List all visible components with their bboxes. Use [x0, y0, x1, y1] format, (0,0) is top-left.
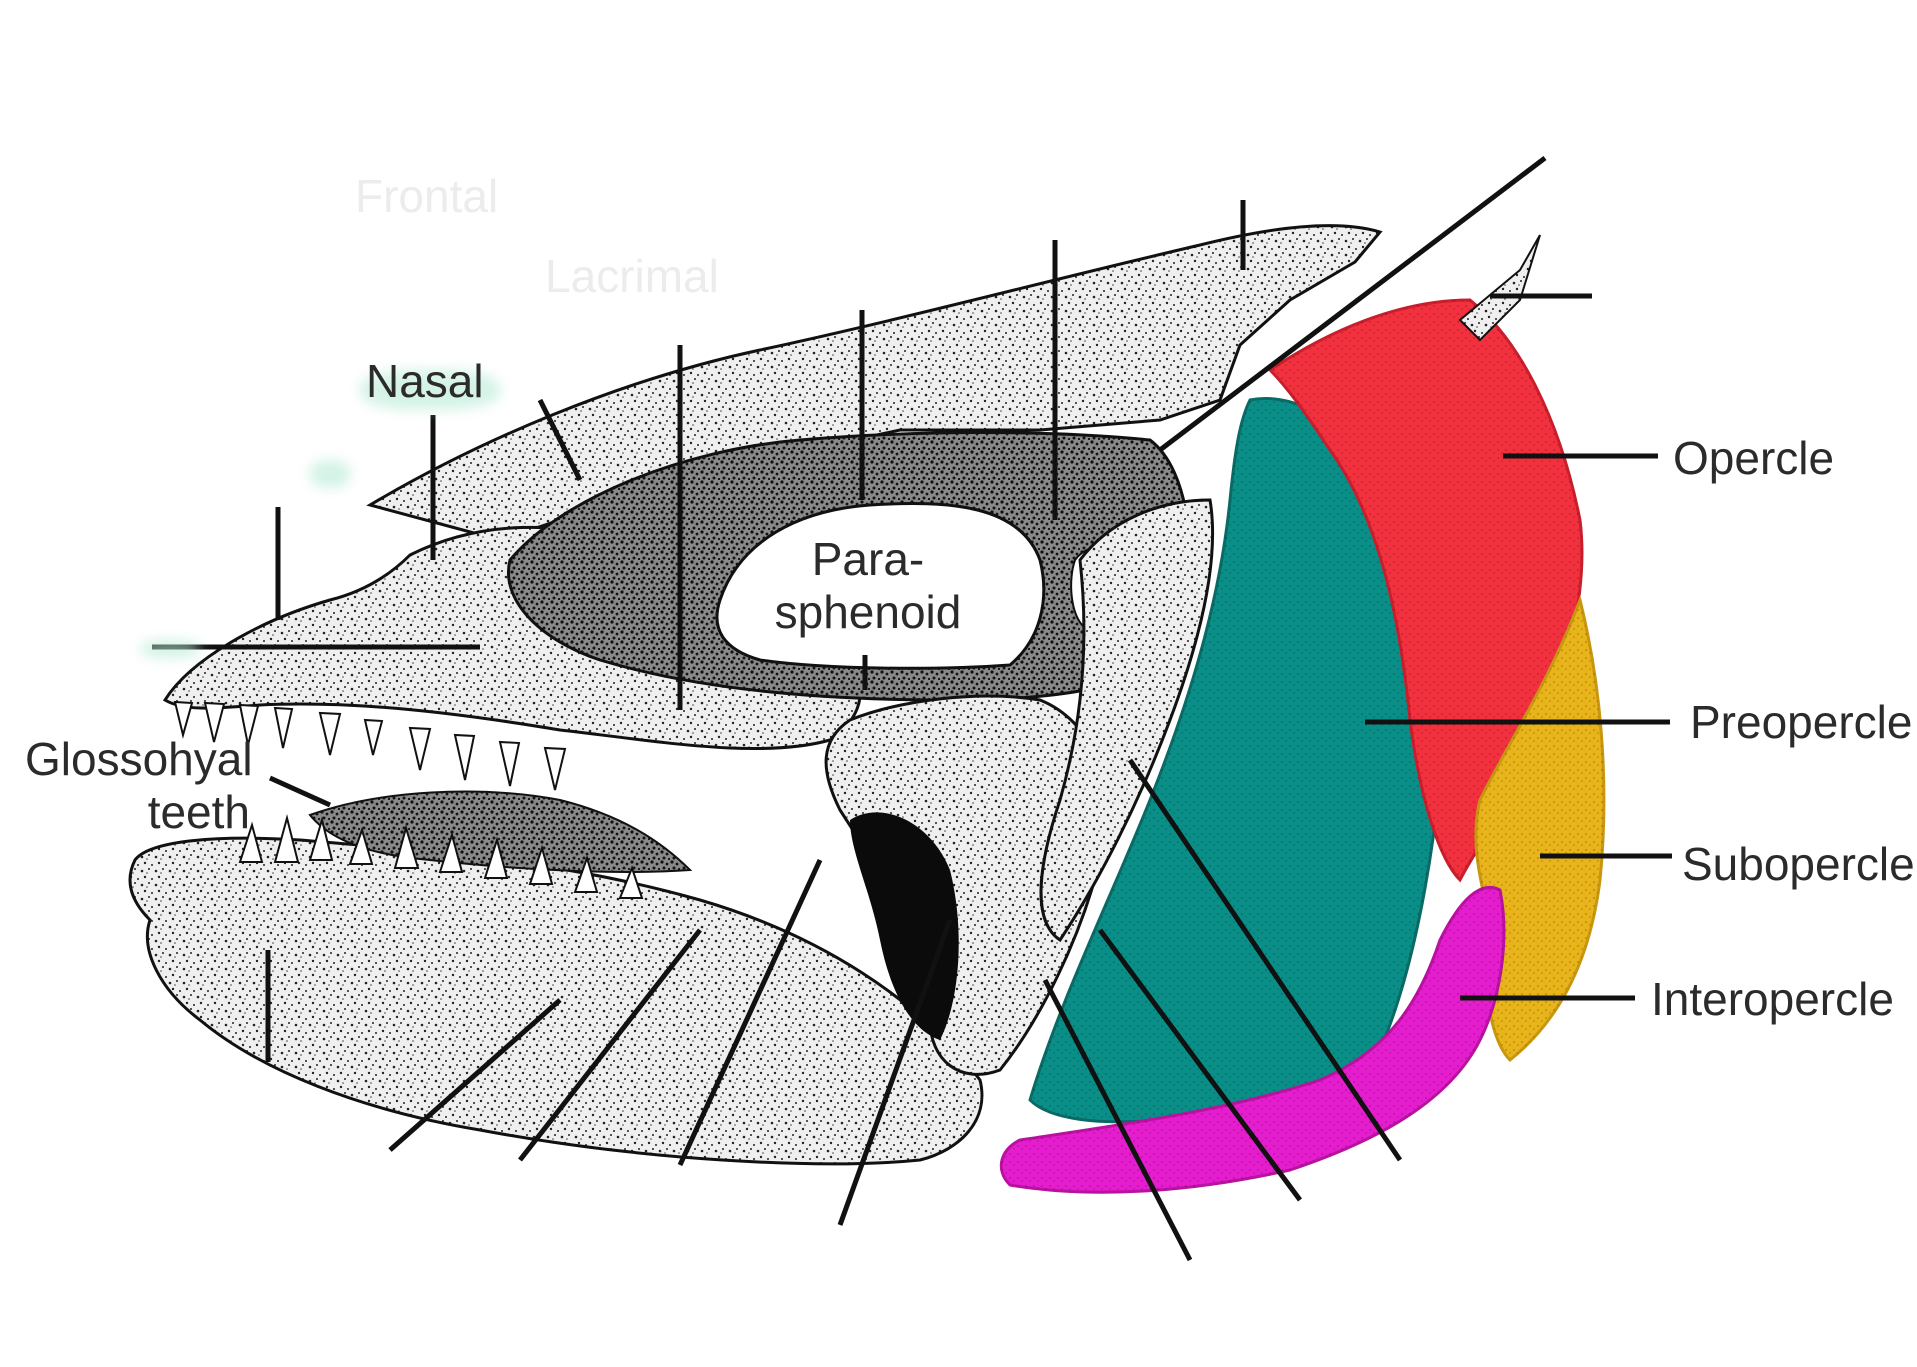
- label-parasphenoid-line2: sphenoid: [774, 585, 962, 638]
- gill-cavity-dark: [850, 812, 959, 1040]
- label-subopercle: Subopercle: [1682, 838, 1915, 890]
- label-glossohyal-line1: Glossohyal: [25, 733, 253, 785]
- orbit-opening: [715, 502, 1046, 670]
- leader-ceratohyal: [1097, 928, 1303, 1202]
- leader-hyomandibular: [1158, 156, 1547, 452]
- label-glossohyal-teeth: Glossohyal teeth: [25, 733, 253, 839]
- green-smudge: [360, 370, 500, 410]
- leader-metapterygoid: [1127, 758, 1403, 1162]
- label-lacrimal-faded: Lacrimal: [545, 250, 719, 302]
- lower-teeth: [238, 814, 644, 899]
- green-smudge: [140, 640, 200, 658]
- label-parasphenoid-line1: Para-: [811, 533, 925, 585]
- leader-symplectic: [1042, 978, 1193, 1262]
- leader-glossohyal: [268, 775, 332, 808]
- label-frontal-faded: Frontal: [355, 170, 499, 222]
- hyomandibular: [1039, 498, 1215, 943]
- spine: [1458, 234, 1541, 342]
- label-nasal: Nasal: [366, 355, 484, 407]
- label-preopercle: Preopercle: [1690, 696, 1913, 748]
- leader-palatine: [677, 858, 823, 1167]
- leader-angular: [388, 998, 562, 1152]
- leader-lines: [152, 156, 1672, 1262]
- label-parasphenoid: Para- sphenoid: [768, 533, 968, 639]
- cranium-roof: [366, 224, 1383, 542]
- leader-quadrate: [837, 919, 953, 1226]
- leader-maxilla: [518, 928, 702, 1162]
- label-opercle: Opercle: [1673, 432, 1835, 484]
- leader-frontal: [537, 398, 583, 482]
- label-interopercle: Interopercle: [1651, 973, 1894, 1025]
- label-glossohyal-line2: teeth: [147, 785, 250, 838]
- upper-teeth: [173, 700, 567, 791]
- green-smudge: [310, 460, 350, 488]
